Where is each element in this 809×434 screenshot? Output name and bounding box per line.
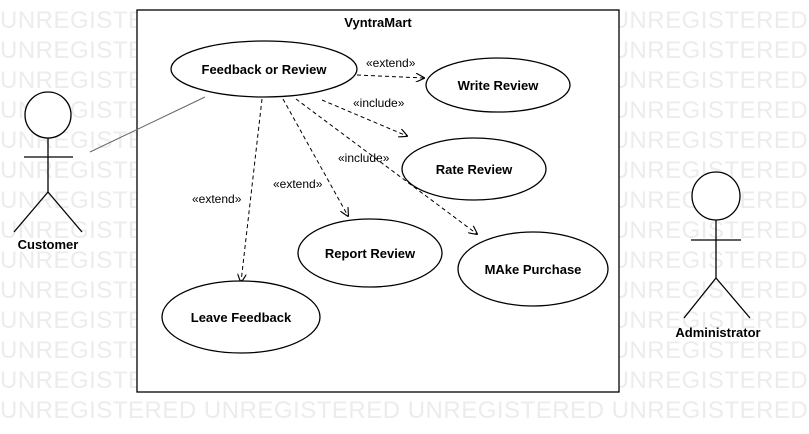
include-arrow-rate-review[interactable] [321, 99, 407, 136]
extend-label: «extend» [192, 192, 242, 206]
use-case-leave-feedback[interactable]: Leave Feedback [161, 280, 321, 354]
system-title: VyntraMart [344, 15, 412, 30]
extend-label: «extend» [366, 56, 416, 70]
use-case-label: Write Review [458, 78, 540, 93]
actor-customer[interactable]: Customer [13, 91, 83, 252]
actor-head-icon [24, 91, 72, 139]
use-case-make-purchase[interactable]: MAke Purchase [457, 231, 609, 307]
actor-label: Customer [18, 237, 79, 252]
extend-arrow-leave-feedback[interactable] [241, 98, 263, 282]
use-case-feedback-or-review[interactable]: Feedback or Review [170, 40, 358, 98]
actor-head-icon [691, 171, 741, 221]
use-case-write-review[interactable]: Write Review [425, 57, 571, 113]
actor-administrator[interactable]: Administrator [675, 171, 761, 340]
watermark-row: UNREGISTERED UNREGISTERED UNREGISTERED U… [0, 397, 809, 424]
extend-label: «extend» [273, 177, 323, 191]
use-case-report-review[interactable]: Report Review [297, 218, 443, 288]
use-case-rate-review[interactable]: Rate Review [401, 137, 547, 201]
include-label: «include» [338, 151, 390, 165]
use-case-label: Feedback or Review [202, 62, 328, 77]
include-arrow-make-purchase[interactable] [295, 98, 477, 234]
extend-arrow-report-review[interactable] [282, 98, 348, 216]
use-case-label: MAke Purchase [485, 262, 582, 277]
use-case-label: Rate Review [436, 162, 513, 177]
association-line[interactable] [89, 96, 206, 153]
use-case-label: Report Review [325, 246, 416, 261]
include-label: «include» [353, 96, 405, 110]
use-case-label: Leave Feedback [191, 310, 292, 325]
actor-label: Administrator [675, 325, 760, 340]
